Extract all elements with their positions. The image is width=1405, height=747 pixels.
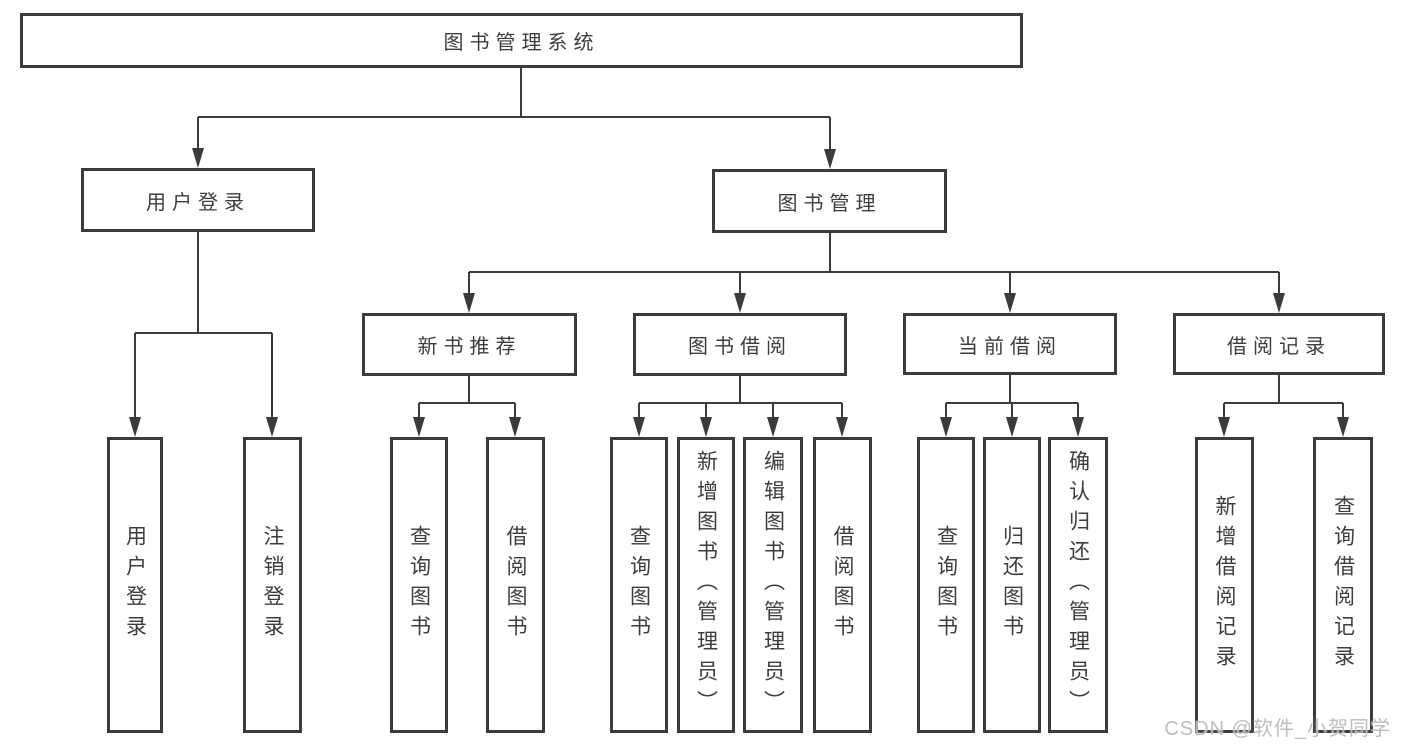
connector-book-borrow [633,376,848,437]
leaf-confirm-return-admin: 确认归还（管理员） [1048,437,1108,733]
leaf-query-book-3: 查询图书 [917,437,975,733]
connector-book-management [463,233,1285,313]
leaf-query-book-2: 查询图书 [610,437,668,733]
leaf-add-book-admin: 新增图书（管理员） [677,437,735,733]
connector-current-borrow [940,375,1084,437]
leaf-edit-book-admin: 编辑图书（管理员） [743,437,803,733]
node-book-management: 图书管理 [712,169,947,233]
node-root: 图书管理系统 [20,13,1023,68]
leaf-query-borrow-record: 查询借阅记录 [1313,437,1373,733]
node-borrow-records: 借阅记录 [1173,313,1385,375]
leaf-borrow-book-1: 借阅图书 [486,437,545,733]
connector-root [192,68,836,169]
node-current-borrow: 当前借阅 [903,313,1117,375]
node-new-book-recommend: 新书推荐 [362,313,577,376]
connector-borrow-records [1218,375,1349,437]
leaf-add-borrow-record: 新增借阅记录 [1195,437,1254,733]
leaf-query-book-1: 查询图书 [390,437,448,733]
connector-new-book-recommend [413,376,521,437]
leaf-return-book: 归还图书 [983,437,1041,733]
csdn-watermark: CSDN @软件_小贺同学 [1164,718,1391,740]
leaf-borrow-book-2: 借阅图书 [813,437,872,733]
connector-user-login [129,232,278,437]
leaf-user-login: 用户登录 [107,437,163,733]
node-user-login: 用户登录 [81,168,315,232]
leaf-logout: 注销登录 [243,437,302,733]
node-book-borrow: 图书借阅 [633,313,847,376]
